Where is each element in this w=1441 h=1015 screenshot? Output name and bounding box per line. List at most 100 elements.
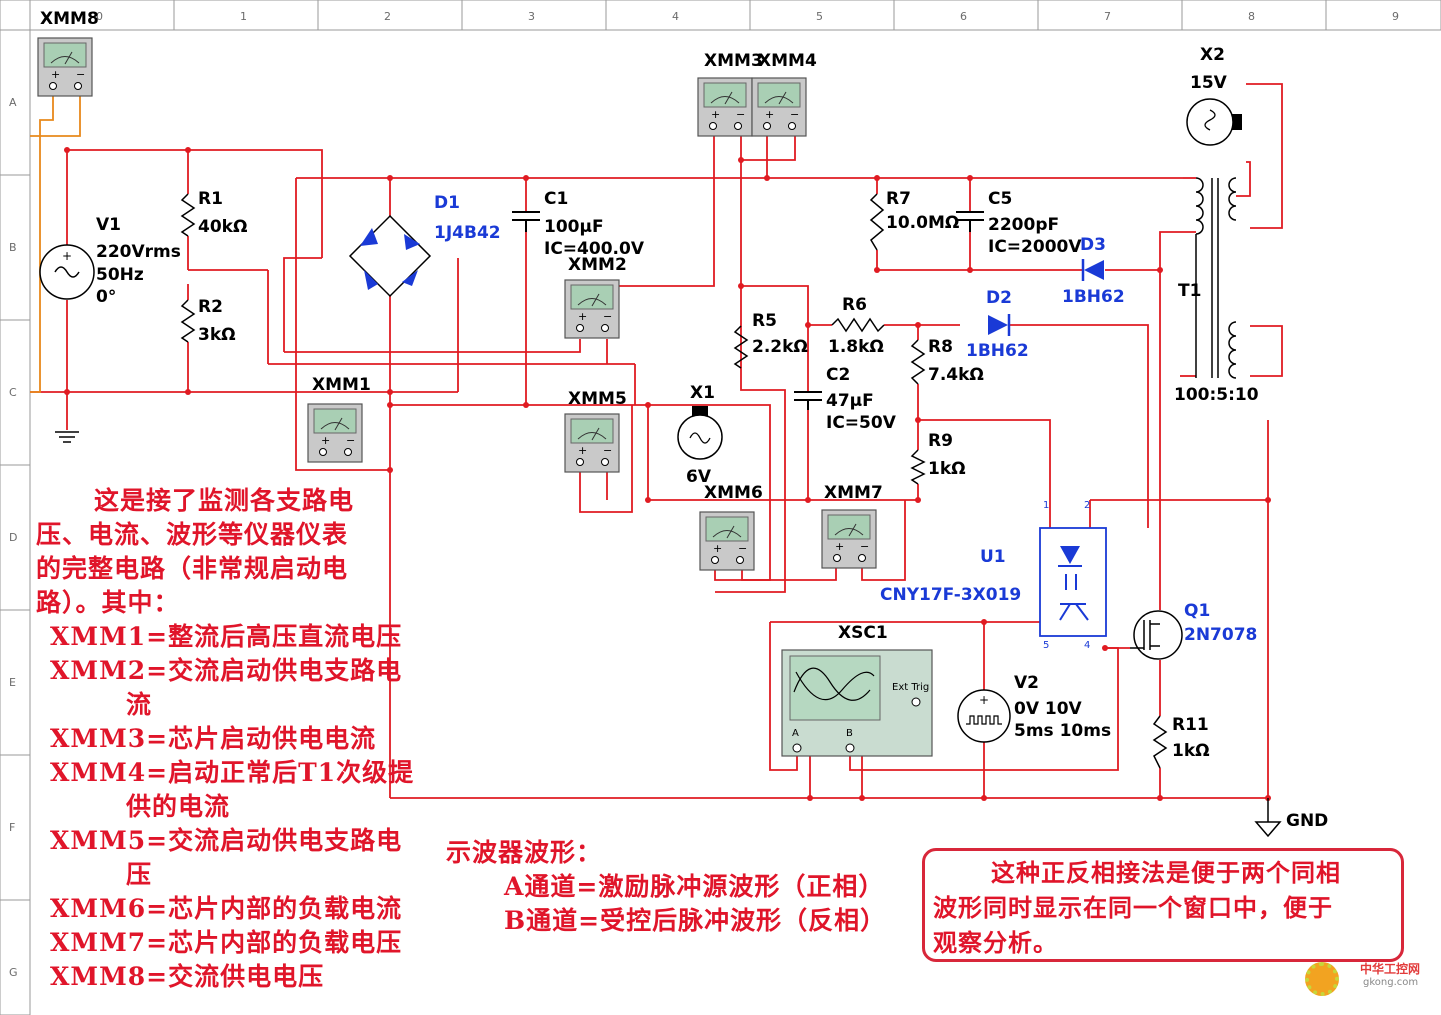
junction-dot	[738, 283, 744, 289]
junction-dot	[874, 175, 880, 181]
annotation-box-right: 这种正反相接法是便于两个同相 波形同时显示在同一个窗口中，便于 观察分析。	[922, 848, 1404, 962]
diode-d2[interactable]	[988, 314, 1011, 336]
label-u1-pin1: 1	[1043, 500, 1049, 511]
note-line: XMM1=整流后高压直流电压	[50, 622, 403, 651]
grid-row-label: A	[9, 96, 17, 109]
label-ch-b: B	[846, 728, 853, 739]
note-line: 供的电流	[126, 792, 231, 821]
label-c1-ic: IC=400.0V	[544, 239, 645, 259]
label-v1-freq: 50Hz	[96, 265, 144, 285]
optocoupler-u1[interactable]	[1039, 527, 1107, 637]
note-line: 示波器波形：	[446, 838, 603, 867]
label-d2-part: 1BH62	[966, 341, 1029, 361]
label-xmm3: XMM3	[704, 51, 763, 71]
multimeter-xmm2[interactable]	[564, 279, 620, 339]
label-xmm1: XMM1	[312, 375, 371, 395]
label-ext-trig: Ext Trig	[892, 682, 929, 693]
label-xmm7: XMM7	[824, 483, 883, 503]
label-v1-name: V1	[96, 215, 121, 235]
grid-column-label: 6	[960, 10, 967, 23]
grid-column-label: 4	[672, 10, 679, 23]
junction-dot	[859, 795, 865, 801]
multimeter-xmm4[interactable]	[751, 77, 807, 137]
label-r1-name: R1	[198, 189, 223, 209]
grid-column-label: 0	[96, 10, 103, 23]
grid-row-label: G	[9, 966, 18, 979]
junction-dot	[915, 497, 921, 503]
label-c1-value: 100µF	[544, 217, 604, 237]
label-u1-pin4: 4	[1084, 640, 1090, 651]
label-d3-part: 1BH62	[1062, 287, 1125, 307]
watermark-url: gkong.com	[1363, 977, 1419, 988]
label-r11-name: R11	[1172, 715, 1209, 735]
multimeter-xmm7[interactable]	[821, 509, 877, 569]
junction-dot	[387, 467, 393, 473]
label-gnd: GND	[1286, 811, 1328, 831]
note-line: 压、电流、波形等仪器仪表	[36, 520, 349, 549]
bridge-rectifier-d1[interactable]	[348, 214, 432, 298]
multimeter-xmm5[interactable]	[564, 413, 620, 473]
label-ch-a: A	[792, 728, 799, 739]
lamp-x2[interactable]	[1186, 98, 1242, 146]
note-line: XMM3=芯片启动供电电流	[50, 724, 377, 753]
gnd-symbol	[1254, 798, 1282, 838]
note-line: B通道=受控后脉冲波形（反相）	[504, 906, 887, 935]
junction-dot	[967, 267, 973, 273]
pulse-source-v2[interactable]: +	[957, 689, 1011, 743]
junction-dot	[805, 322, 811, 328]
multimeter-xmm1[interactable]	[307, 403, 363, 463]
note-line: XMM7=芯片内部的负载电压	[50, 928, 403, 957]
multimeter-xmm3[interactable]	[697, 77, 753, 137]
label-xmm4: XMM4	[758, 51, 817, 71]
oscilloscope-xsc1[interactable]	[781, 649, 933, 757]
label-c2-ic: IC=50V	[826, 413, 897, 433]
multimeter-xmm8[interactable]	[37, 37, 93, 97]
grid-column-label: 1	[240, 10, 247, 23]
diode-d3[interactable]	[1081, 259, 1104, 281]
label-d3-name: D3	[1080, 235, 1106, 255]
label-d2-name: D2	[986, 288, 1012, 308]
grid-row-label: C	[9, 386, 17, 399]
label-x1-value: 6V	[686, 467, 712, 487]
watermark-logo: 中华工控网 gkong.com	[1305, 960, 1431, 1000]
junction-dot	[523, 402, 529, 408]
grid-row-label: E	[9, 676, 16, 689]
label-u1-part: CNY17F-3X019	[880, 585, 1021, 605]
mosfet-q1[interactable]	[1130, 610, 1183, 660]
lamp-x1[interactable]	[677, 406, 723, 460]
label-x1-name: X1	[690, 383, 715, 403]
label-r2-name: R2	[198, 297, 223, 317]
multimeter-xmm6[interactable]	[699, 511, 755, 571]
note-line: 路）。其中：	[36, 588, 180, 617]
junction-dot	[1265, 497, 1271, 503]
label-r7-value: 10.0MΩ	[886, 213, 959, 233]
note-line: XMM2=交流启动供电支路电	[50, 656, 403, 685]
junction-dot	[807, 795, 813, 801]
label-r8-name: R8	[928, 337, 953, 357]
watermark-title: 中华工控网	[1360, 962, 1421, 976]
junction-dot	[185, 389, 191, 395]
transformer-t1[interactable]	[1195, 177, 1237, 379]
junction-dot	[1102, 645, 1108, 651]
note-line: XMM6=芯片内部的负载电流	[50, 894, 403, 923]
label-xmm2: XMM2	[568, 255, 627, 275]
label-t1-ratio: 100:5:10	[1174, 385, 1259, 405]
junction-dot	[805, 497, 811, 503]
junction-dot	[874, 267, 880, 273]
label-r5-name: R5	[752, 311, 777, 331]
ac-source-v1[interactable]: +	[39, 244, 95, 300]
junction-dot	[915, 322, 921, 328]
note-line: XMM8=交流供电电压	[50, 962, 325, 991]
junction-dot	[64, 147, 70, 153]
junction-dot	[967, 175, 973, 181]
capacitor-symbols	[512, 211, 984, 410]
label-v1-voltage: 220Vrms	[96, 242, 181, 262]
svg-text:+: +	[62, 249, 72, 263]
grid-column-label: 7	[1104, 10, 1111, 23]
note-line: 流	[126, 690, 153, 719]
label-v1-phase: 0°	[96, 287, 116, 307]
wires	[30, 83, 1283, 799]
label-x2-value: 15V	[1190, 73, 1228, 93]
